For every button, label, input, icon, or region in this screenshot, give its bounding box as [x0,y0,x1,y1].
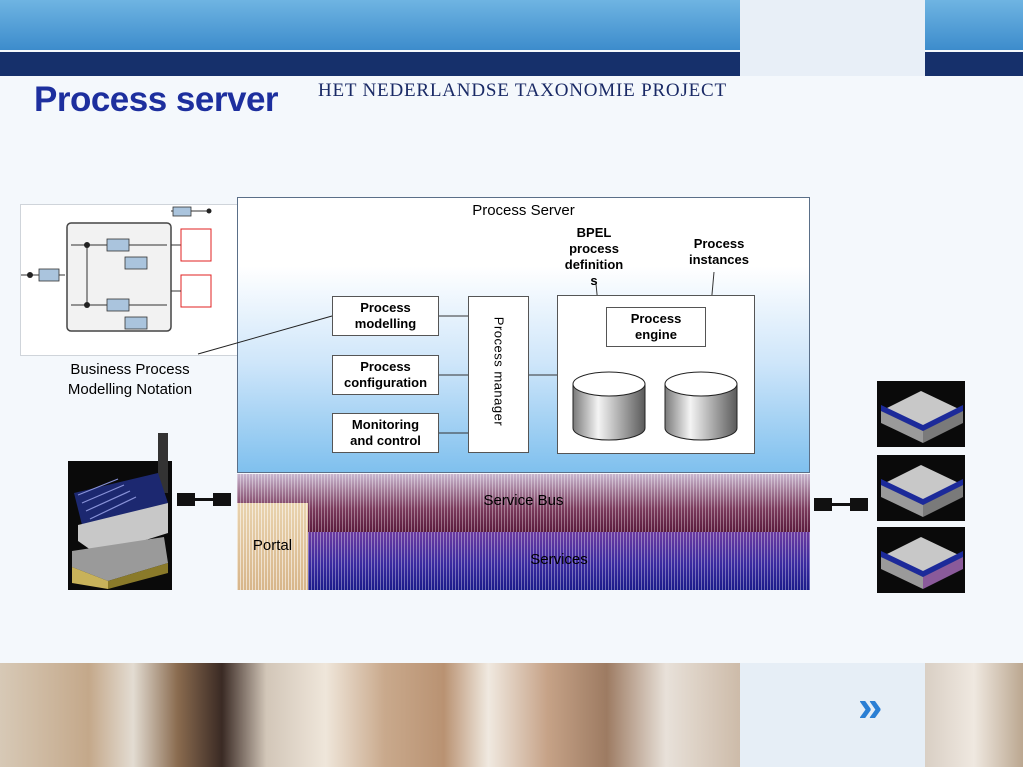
process-engine-label: Process engine [630,311,682,342]
header-pale-panel [740,0,925,76]
process-configuration-box: Process configuration [332,355,439,395]
page-title: Process server [34,80,279,119]
bpmn-caption: Business Process Modelling Notation [67,361,193,398]
header-navy-band-right [925,52,1023,76]
footer-photo-strip [0,663,1023,767]
server-block-icon [877,381,965,447]
right-connector [814,498,868,511]
process-instances-label: Process instances [689,236,749,267]
process-engine-box: Process engine [606,307,706,347]
portal-label: Portal [252,537,293,554]
monitoring-control-box: Monitoring and control [332,413,439,453]
services-label: Services [530,551,588,568]
header-blue-band [0,0,740,50]
organization-name: HET NEDERLANDSE TAXONOMIE PROJECT [318,80,727,101]
footer-pale-panel [740,663,925,767]
process-manager-label: Process manager [491,316,507,427]
bpmn-diagram-thumbnail [20,204,240,356]
instances-database-icon [664,371,738,441]
bpel-database-icon [572,371,646,441]
building-stack-icon [68,433,172,590]
left-connector [177,493,231,506]
footer-photo-right [925,663,1023,767]
server-block-icon [877,527,965,593]
footer-photo-people [0,663,740,767]
service-bus-layer [237,474,810,532]
server-block-icon [877,455,965,521]
process-modelling-label: Process modelling [354,300,417,331]
chevron-right-icon[interactable]: » [858,682,883,731]
process-configuration-label: Process configuration [343,359,428,390]
services-layer [308,532,810,590]
service-bus-label: Service Bus [483,492,564,509]
process-server-title: Process Server [472,202,575,219]
header-blue-band-right [925,0,1023,50]
process-modelling-box: Process modelling [332,296,439,336]
header-navy-band [0,52,740,76]
process-manager-box [468,296,529,453]
portal-layer [237,503,308,590]
monitoring-control-label: Monitoring and control [350,417,421,448]
bpel-definitions-label: BPEL process definition s [564,225,624,288]
